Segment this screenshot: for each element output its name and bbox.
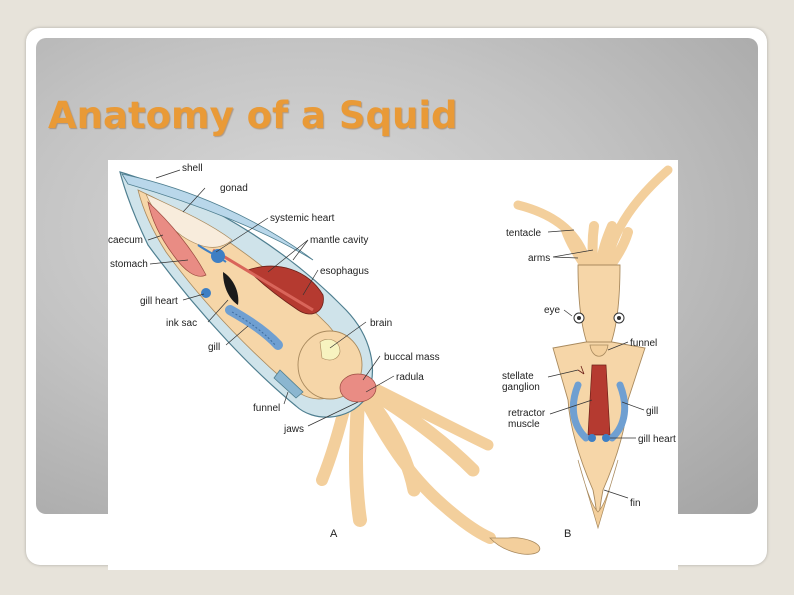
- label-buccal-mass: buccal mass: [384, 352, 440, 363]
- squid-anatomy-illustration: shell gonad systemic heart caecum mantle…: [108, 160, 678, 570]
- label-jaws: jaws: [283, 424, 304, 435]
- label-gill-heart: gill heart: [140, 296, 178, 307]
- label-gill-b: gill: [646, 406, 658, 417]
- panel-a-squid-side-view: [120, 172, 540, 554]
- label-shell: shell: [182, 163, 203, 174]
- label-gill-heart-b: gill heart: [638, 434, 676, 445]
- label-fin: fin: [630, 498, 641, 509]
- label-stomach: stomach: [110, 259, 148, 270]
- label-arms: arms: [528, 253, 550, 264]
- label-ink-sac: ink sac: [166, 318, 197, 329]
- slide-title: Anatomy of a Squid: [48, 94, 458, 137]
- label-stellate: stellate: [502, 371, 534, 382]
- label-muscle: muscle: [508, 419, 540, 430]
- panel-letter-b: B: [564, 528, 571, 540]
- label-gill: gill: [208, 342, 220, 353]
- label-radula: radula: [396, 372, 424, 383]
- label-gonad: gonad: [220, 183, 248, 194]
- panel-b-squid-ventral-view: [518, 170, 668, 528]
- label-systemic-heart: systemic heart: [270, 213, 335, 224]
- label-esophagus: esophagus: [320, 266, 369, 277]
- label-retractor: retractor: [508, 408, 546, 419]
- label-tentacle: tentacle: [506, 228, 541, 239]
- squid-anatomy-diagram: shell gonad systemic heart caecum mantle…: [108, 160, 678, 570]
- label-mantle-cavity: mantle cavity: [310, 235, 368, 246]
- label-caecum: caecum: [108, 235, 143, 246]
- label-funnel: funnel: [253, 403, 280, 414]
- label-eye: eye: [544, 305, 561, 316]
- label-funnel-b: funnel: [630, 338, 657, 349]
- panel-letter-a: A: [330, 528, 338, 540]
- label-brain: brain: [370, 318, 392, 329]
- label-ganglion: ganglion: [502, 382, 540, 393]
